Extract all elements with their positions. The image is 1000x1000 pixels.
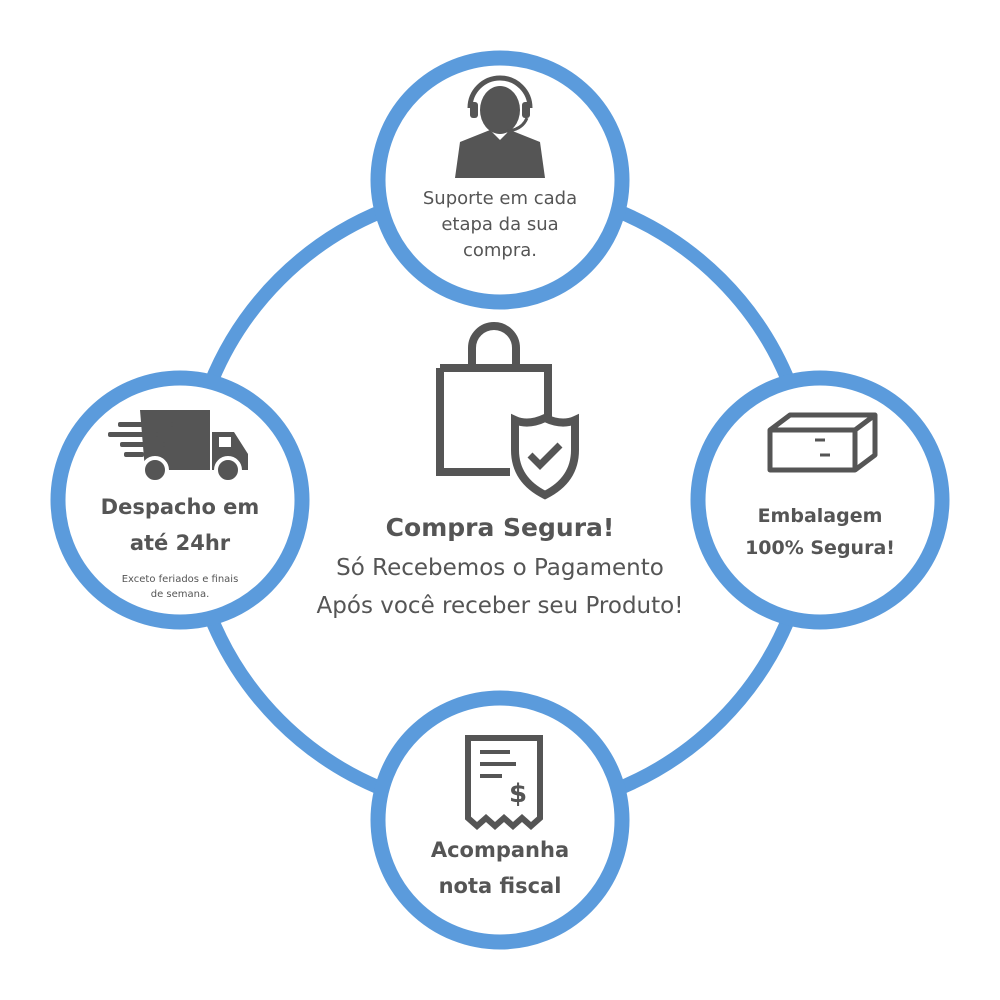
center-line2: Após você receber seu Produto! [316,593,684,619]
support-agent-icon [455,75,545,178]
top-circle [370,50,630,310]
left-note2: de semana. [150,589,210,600]
left-note: Exceto feriados e finais de semana. [90,572,270,602]
box-icon [767,412,878,473]
left-line2: até 24hr [129,531,231,555]
left-circle [50,370,310,630]
top-label: Suporte em cada etapa da sua compra. [380,186,620,264]
left-label: Despacho em até 24hr [70,489,290,561]
right-label: Embalagem 100% Segura! [710,500,930,564]
receipt-icon: $ [465,735,543,831]
center-text: Compra Segura! Só Recebemos o Pagamento … [240,508,760,624]
bottom-label: Acompanha nota fiscal [390,832,610,904]
center-title: Compra Segura! [385,513,615,542]
svg-text:$: $ [509,779,527,809]
bottom-line1: Acompanha [430,838,570,862]
shopping-bag-shield-icon [436,322,579,500]
top-line1: Suporte em cada [422,188,578,209]
right-line2: 100% Segura! [745,537,895,559]
bottom-line2: nota fiscal [438,874,562,898]
right-circle [690,370,950,630]
delivery-truck-icon [108,410,248,484]
top-line2: etapa da sua [441,214,559,235]
left-line1: Despacho em [100,495,260,519]
top-line3: compra. [462,240,538,261]
center-line1: Só Recebemos o Pagamento [336,555,664,581]
right-line1: Embalagem [757,505,883,527]
left-note1: Exceto feriados e finais [121,574,239,585]
